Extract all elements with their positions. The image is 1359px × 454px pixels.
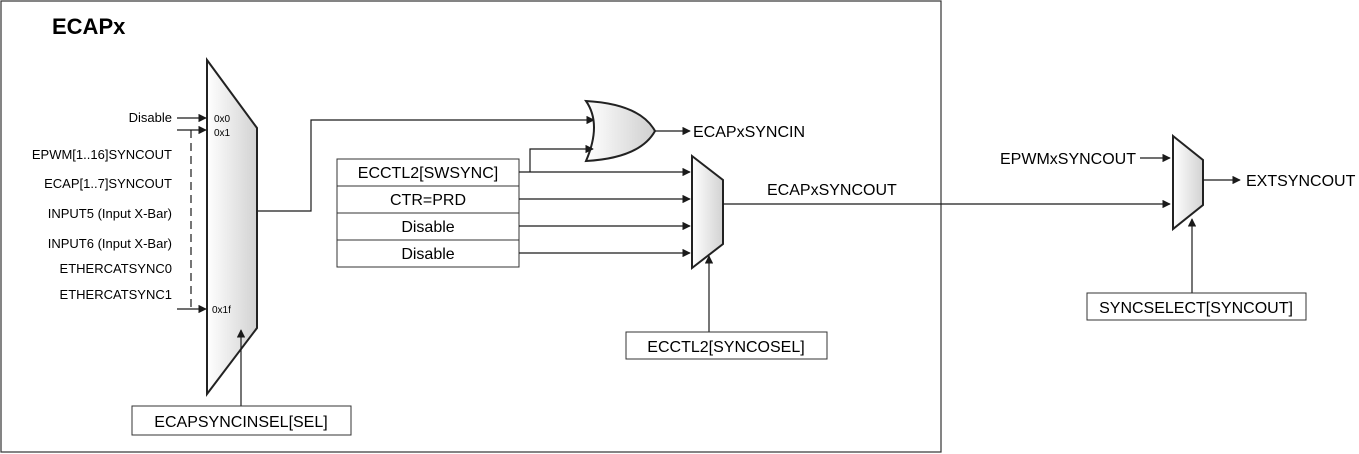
mux2-output-label: ECAPxSYNCOUT (767, 182, 897, 199)
mux1-code-0x0: 0x0 (214, 114, 231, 125)
mux2-select-box (625, 331, 828, 360)
mux2-select-label: ECCTL2[SYNCOSEL] (647, 339, 804, 356)
mux2-input-disable-2: Disable (401, 246, 454, 263)
mux3-output-label: EXTSYNCOUT (1246, 173, 1356, 190)
or-gate (584, 99, 657, 163)
mux2-input-swsync: ECCTL2[SWSYNC] (358, 165, 498, 182)
mux1-input-input5: INPUT5 (Input X-Bar) (48, 206, 172, 221)
mux1-code-0x1f: 0x1f (212, 305, 231, 316)
swsync-to-or-wire (529, 144, 594, 172)
mux1-select-box (131, 405, 352, 436)
mux1-input-input6: INPUT6 (Input X-Bar) (48, 236, 172, 251)
mux1-input-epwm: EPWM[1..16]SYNCOUT (32, 147, 172, 162)
mux3-select-label: SYNCSELECT[SYNCOUT] (1099, 300, 1293, 317)
mux1-select-label: ECAPSYNCINSEL[SEL] (154, 414, 327, 431)
mux1-input-disable: Disable (129, 110, 172, 125)
mux2-input-disable-1: Disable (401, 219, 454, 236)
ext-sync-mux (1172, 133, 1204, 232)
mux2-input-ctr-prd: CTR=PRD (390, 192, 466, 209)
sync-in-mux (206, 56, 258, 397)
mux1-code-0x1: 0x1 (214, 128, 231, 139)
mux1-input-ethercatsync0: ETHERCATSYNC0 (60, 261, 172, 276)
mux3-input-label: EPWMxSYNCOUT (1000, 151, 1136, 168)
ecap-module-border (0, 0, 942, 453)
or-output-label: ECAPxSYNCIN (693, 124, 805, 141)
mux3-select-box (1086, 292, 1307, 321)
mux1-input-ethercatsync1: ETHERCATSYNC1 (60, 287, 172, 302)
module-title: ECAPx (52, 14, 126, 39)
mux1-output-wire (258, 115, 595, 212)
mux1-input-ecap: ECAP[1..7]SYNCOUT (44, 176, 172, 191)
sync-out-mux (691, 153, 724, 271)
